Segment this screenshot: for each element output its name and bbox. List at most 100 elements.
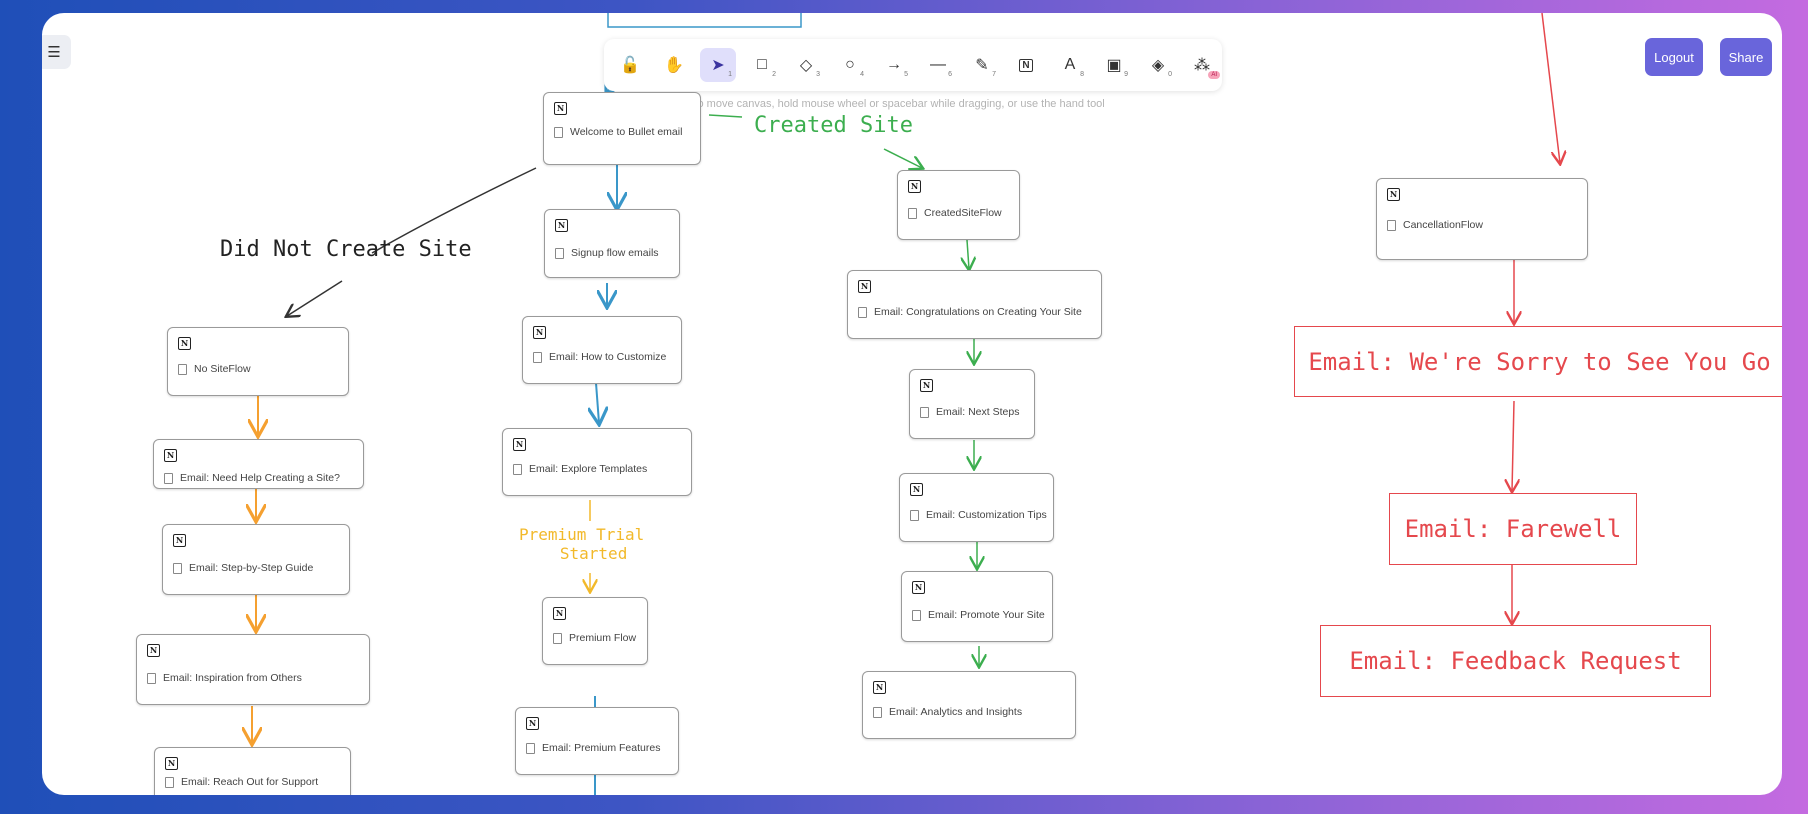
notion-icon: N <box>513 438 526 451</box>
page-icon <box>526 742 535 754</box>
shapes-library-tool[interactable]: ⁂ AI <box>1184 48 1220 82</box>
node-how-to-customize[interactable]: N Email: How to Customize <box>522 316 682 384</box>
arrow-tool[interactable]: →5 <box>886 56 908 78</box>
edge <box>287 280 343 316</box>
partial-frame <box>607 13 802 28</box>
notion-icon: N <box>1387 188 1400 201</box>
hand-icon: ✋ <box>664 57 684 74</box>
connectors-layer <box>42 13 1782 795</box>
selection-tool[interactable]: ➤1 <box>700 48 736 82</box>
red-box-feedback[interactable]: Email: Feedback Request <box>1320 625 1711 697</box>
lock-tool[interactable]: 🔓 <box>612 48 648 82</box>
pencil-tool[interactable]: ✎7 <box>975 57 996 78</box>
eraser-tool[interactable]: ◈0 <box>1151 57 1172 78</box>
node-explore-templates[interactable]: N Email: Explore Templates <box>502 428 692 496</box>
hamburger-icon: ☰ <box>47 44 61 61</box>
notion-icon: N <box>873 681 886 694</box>
node-analytics[interactable]: N Email: Analytics and Insights <box>862 671 1076 739</box>
canvas-hint: To move canvas, hold mouse wheel or spac… <box>692 98 1105 110</box>
main-menu-button[interactable]: ☰ <box>42 35 71 69</box>
notion-icon: N <box>165 757 178 770</box>
node-promote-site[interactable]: N Email: Promote Your Site <box>901 571 1053 642</box>
node-need-help[interactable]: N Email: Need Help Creating a Site? <box>153 439 364 489</box>
node-no-site-flow[interactable]: N No SiteFlow <box>167 327 349 396</box>
annotation-did-not-create-site[interactable]: Did Not Create Site <box>220 237 472 262</box>
notion-icon: N <box>178 337 191 350</box>
notion-icon: N <box>910 483 923 496</box>
node-premium-features[interactable]: N Email: Premium Features <box>515 707 679 775</box>
annotation-created-site[interactable]: Created Site <box>754 113 913 138</box>
image-icon: ▣ <box>1106 57 1122 74</box>
notion-icon: N <box>908 180 921 193</box>
edge <box>967 239 969 269</box>
hand-tool[interactable]: ✋ <box>656 48 692 82</box>
selection-icon: ➤ <box>711 57 725 74</box>
logout-button[interactable]: Logout <box>1645 38 1703 76</box>
page-icon <box>1387 219 1396 231</box>
red-box-farewell[interactable]: Email: Farewell <box>1389 493 1637 565</box>
notion-icon: N <box>173 534 186 547</box>
notion-tool[interactable]: N <box>1008 48 1044 82</box>
rectangle-tool[interactable]: □2 <box>757 56 776 78</box>
pencil-icon: ✎ <box>975 57 989 74</box>
annotation-premium-trial[interactable]: Premium Trial Started <box>519 525 645 563</box>
notion-icon: N <box>554 102 567 115</box>
line-icon: — <box>930 56 946 73</box>
page-icon <box>164 472 173 484</box>
node-cancellation-flow[interactable]: N CancellationFlow <box>1376 178 1588 260</box>
red-box-sorry[interactable]: Email: We're Sorry to See You Go <box>1294 326 1782 397</box>
notion-icon: N <box>858 280 871 293</box>
node-signup[interactable]: N Signup flow emails <box>544 209 680 278</box>
node-premium-flow[interactable]: N Premium Flow <box>542 597 648 665</box>
page-icon <box>553 632 562 644</box>
node-step-by-step[interactable]: N Email: Step-by-Step Guide <box>162 524 350 595</box>
page-icon <box>173 562 182 574</box>
ellipse-tool[interactable]: ○4 <box>845 56 864 78</box>
page-icon <box>555 247 564 259</box>
page-icon <box>912 609 921 621</box>
notion-icon: N <box>553 607 566 620</box>
page-icon <box>858 306 867 318</box>
shapes-library-icon: ⁂ <box>1194 57 1210 74</box>
notion-icon: N <box>526 717 539 730</box>
share-button[interactable]: Share <box>1720 38 1772 76</box>
page-icon <box>533 351 542 363</box>
notion-icon: N <box>1019 58 1033 72</box>
page-icon <box>513 463 522 475</box>
edge <box>708 114 743 118</box>
edge <box>596 382 599 423</box>
edge <box>1512 400 1514 491</box>
node-next-steps[interactable]: N Email: Next Steps <box>909 369 1035 439</box>
notion-icon: N <box>555 219 568 232</box>
page-icon <box>554 126 563 138</box>
rectangle-icon: □ <box>757 56 767 73</box>
notion-icon: N <box>920 379 933 392</box>
line-tool[interactable]: —6 <box>930 56 952 78</box>
lock-icon: 🔓 <box>620 57 640 74</box>
node-reach-out[interactable]: N Email: Reach Out for Support <box>154 747 351 795</box>
node-congratulations[interactable]: N Email: Congratulations on Creating You… <box>847 270 1102 339</box>
node-inspiration[interactable]: N Email: Inspiration from Others <box>136 634 370 705</box>
page-icon <box>147 672 156 684</box>
notion-icon: N <box>164 449 177 462</box>
ai-badge: AI <box>1208 71 1220 79</box>
node-created-site-flow[interactable]: N CreatedSiteFlow <box>897 170 1020 240</box>
page-icon <box>910 509 919 521</box>
node-welcome[interactable]: N Welcome to Bullet email <box>543 92 701 165</box>
edge <box>371 167 537 254</box>
page-icon <box>920 406 929 418</box>
ellipse-icon: ○ <box>845 56 855 73</box>
page-icon <box>165 776 174 788</box>
image-tool[interactable]: ▣9 <box>1106 57 1128 78</box>
arrow-icon: → <box>886 56 902 73</box>
notion-icon: N <box>147 644 160 657</box>
node-customization-tips[interactable]: N Email: Customization Tips <box>899 473 1054 542</box>
page-icon <box>178 363 187 375</box>
notion-icon: N <box>533 326 546 339</box>
page-icon <box>908 207 917 219</box>
notion-icon: N <box>912 581 925 594</box>
page-icon <box>873 706 882 718</box>
diamond-tool[interactable]: ◇3 <box>799 57 820 78</box>
